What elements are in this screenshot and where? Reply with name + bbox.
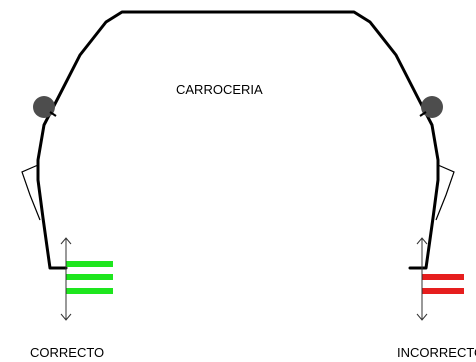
right-fender-bulge: [435, 164, 455, 221]
correct-plate: [66, 261, 113, 294]
right-side-mirror-icon: [419, 96, 443, 118]
left-fender-bulge: [21, 164, 41, 221]
incorrect-double-arrow-icon: [416, 237, 428, 321]
incorrect-label: INCORRECTO: [397, 345, 476, 360]
car-body-outline: [36, 10, 440, 270]
left-side-mirror-icon: [33, 96, 57, 118]
correct-double-arrow-icon: [60, 237, 72, 321]
body-label: CARROCERIA: [176, 82, 263, 97]
correct-label: CORRECTO: [30, 345, 105, 360]
incorrect-plate: [422, 274, 464, 294]
